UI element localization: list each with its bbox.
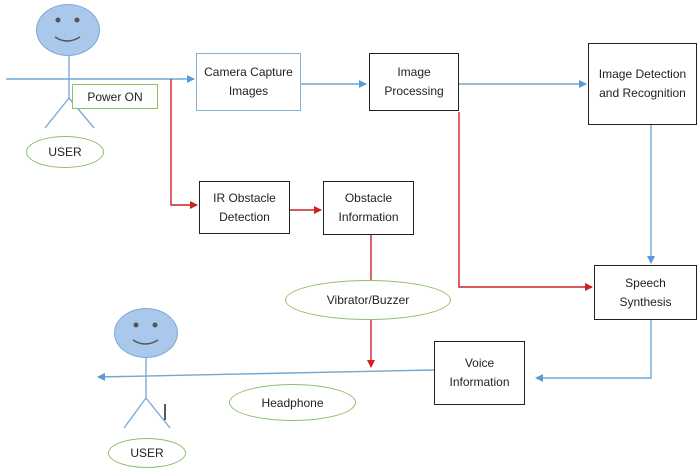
user-bottom-head xyxy=(114,308,178,358)
user-bottom-figure xyxy=(123,356,171,429)
edge-speech-to-voice xyxy=(535,320,652,382)
user-top-head xyxy=(36,4,100,56)
speech-synthesis-node: Speech Synthesis xyxy=(594,265,697,320)
user-bottom-label: USER xyxy=(108,438,186,468)
edge-voice-to-user xyxy=(97,369,435,381)
edge-power-to-ir xyxy=(170,79,198,209)
power-on-label: Power ON xyxy=(72,84,158,109)
image-detection-node: Image Detection and Recognition xyxy=(588,43,697,125)
vibrator-buzzer-output: Vibrator/Buzzer xyxy=(285,280,451,320)
voice-information-node: Voice Information xyxy=(434,341,525,405)
user-top-label: USER xyxy=(26,136,104,168)
image-processing-node: Image Processing xyxy=(369,53,459,111)
edge-processing-to-speech xyxy=(458,112,593,291)
headphone-output: Headphone xyxy=(229,384,356,421)
camera-capture-node: Camera Capture Images xyxy=(196,53,301,111)
ir-obstacle-node: IR Obstacle Detection xyxy=(199,181,290,234)
obstacle-information-node: Obstacle Information xyxy=(323,181,414,235)
